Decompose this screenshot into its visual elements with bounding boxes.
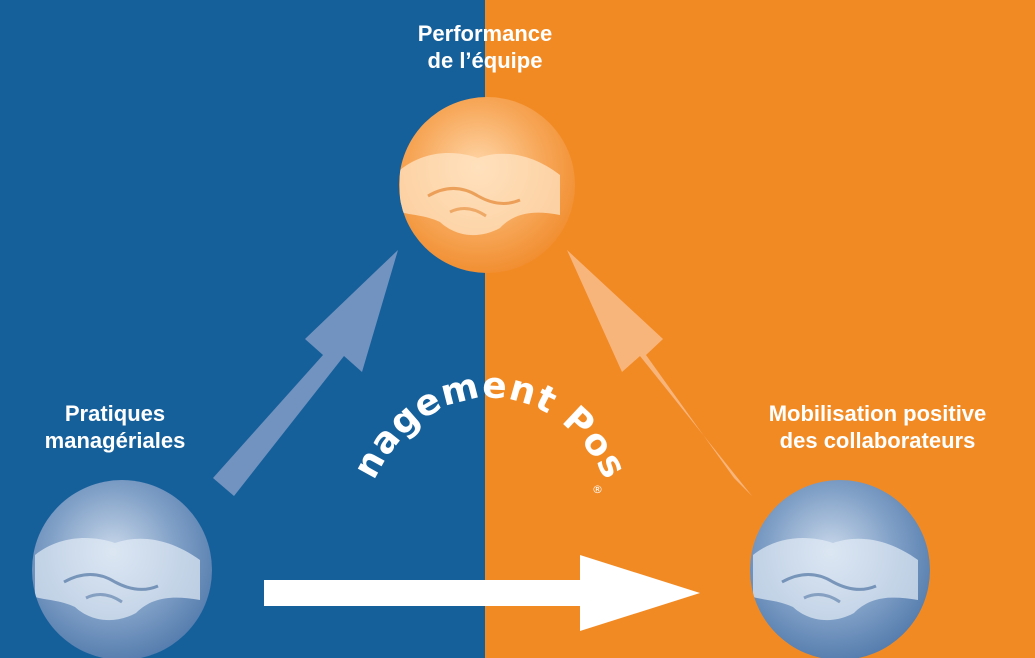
- registered-mark: ®: [592, 483, 603, 496]
- node-right-label: Mobilisation positive des collaborateurs: [720, 400, 1035, 454]
- handshake-icon: [35, 538, 200, 621]
- node-top-label-line-2: de l’équipe: [427, 48, 543, 73]
- arrow-left-to-right: [264, 555, 700, 631]
- node-left-label-line-2: managériales: [44, 428, 186, 453]
- node-top-label: Performance de l’équipe: [330, 20, 640, 74]
- handshake-icon: [400, 153, 560, 236]
- node-left-label: Pratiques managériales: [0, 400, 230, 454]
- node-top-label-line-1: Performance: [417, 21, 553, 46]
- node-right-label-line-1: Mobilisation positive: [768, 401, 987, 426]
- node-left-label-line-1: Pratiques: [64, 401, 166, 426]
- handshake-icon: [753, 538, 918, 621]
- node-right-label-line-2: des collaborateurs: [779, 428, 976, 453]
- arrow-left-to-top: [213, 250, 398, 496]
- arrow-right-to-top: [567, 250, 752, 496]
- node-top-image: [399, 97, 575, 273]
- node-left-image: [32, 480, 212, 658]
- node-right-image: [750, 480, 930, 658]
